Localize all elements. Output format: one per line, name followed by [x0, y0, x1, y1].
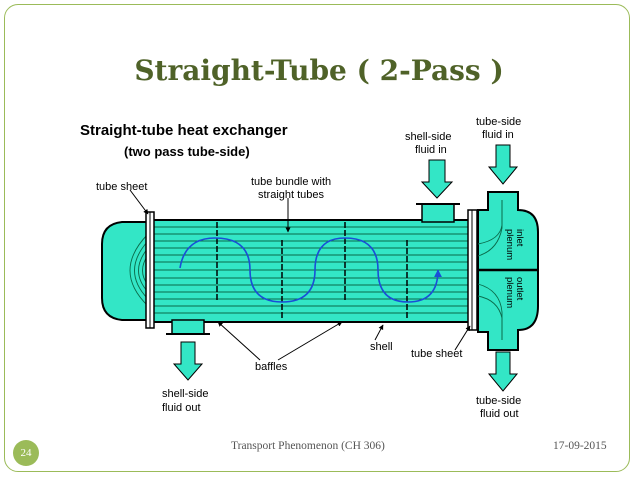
label-tube-in-1: tube-side [476, 116, 521, 128]
shell-inlet-nozzle [421, 203, 455, 223]
diagram-heading: Straight-tube heat exchanger [80, 122, 288, 139]
label-tube-in-2: fluid in [482, 129, 514, 141]
slide-title: Straight-Tube ( 2-Pass ) [134, 54, 504, 87]
shell-out-arrow [172, 341, 204, 381]
label-tube-bundle-1: tube bundle with [251, 176, 331, 188]
shell-body [101, 219, 471, 323]
tube-sheet-left [145, 211, 155, 329]
label-tube-sheet-right: tube sheet [411, 348, 462, 360]
footer-date: 17-09-2015 [553, 440, 607, 452]
label-outlet-plenum-2: plenum [504, 277, 515, 308]
label-shell-in-1: shell-side [405, 131, 451, 143]
baffles [216, 222, 408, 320]
label-tube-out-2: fluid out [480, 408, 519, 420]
page-number-badge: 24 [13, 440, 39, 466]
label-shell-out-2: fluid out [162, 402, 201, 414]
shell-in-arrow [420, 159, 454, 199]
shell-outlet-nozzle [171, 319, 205, 335]
tube-sheet-right [467, 209, 478, 331]
label-tube-sheet-left: tube sheet [96, 181, 147, 193]
label-baffles: baffles [255, 361, 288, 373]
tube-bundle [152, 226, 472, 314]
plenum-flow [477, 200, 503, 340]
label-shell: shell [370, 341, 393, 353]
footer-course: Transport Phenomenon (CH 306) [231, 440, 385, 452]
label-outlet-plenum-1: outlet [514, 277, 525, 301]
shell-flow-path [179, 237, 442, 303]
diagram-subheading: (two pass tube-side) [124, 144, 250, 159]
slide-frame [4, 4, 630, 472]
label-inlet-plenum-1: inlet [514, 229, 525, 247]
label-inlet-plenum-2: plenum [504, 229, 515, 260]
label-shell-in-2: fluid in [415, 144, 447, 156]
callout-leaders [129, 189, 471, 361]
tube-in-arrow [487, 144, 519, 185]
label-tube-out-1: tube-side [476, 395, 521, 407]
tube-out-arrow [487, 351, 519, 392]
label-tube-bundle-2: straight tubes [258, 189, 325, 201]
label-shell-out-1: shell-side [162, 388, 208, 400]
